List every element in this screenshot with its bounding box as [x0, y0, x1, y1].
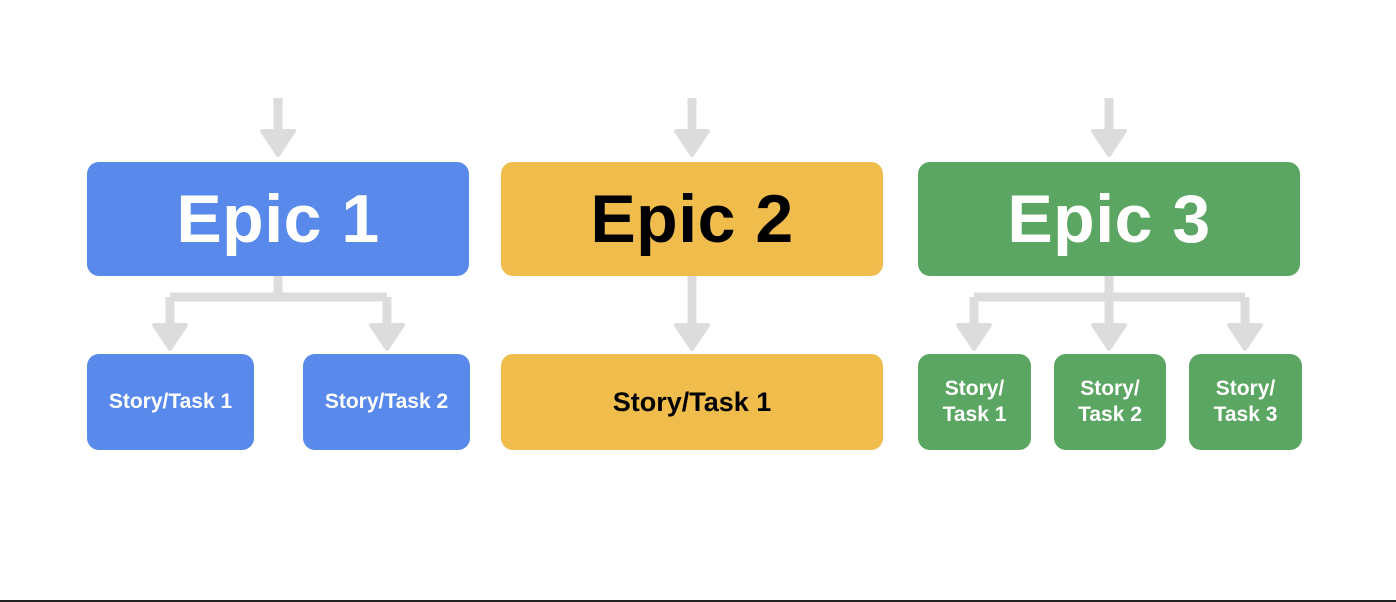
story-label: Story/Task 1 [612, 387, 772, 417]
epic-1-arrowhead-1 [152, 323, 188, 351]
epic-3-arrowhead-3 [1227, 323, 1263, 351]
story-label: Story/ Task 2 [1078, 377, 1142, 426]
epic-2-label: Epic 2 [590, 181, 794, 257]
epic-2-story-1: Story/Task 1 [501, 354, 883, 450]
epic-3-story-2: Story/ Task 2 [1054, 354, 1166, 450]
epic-1-story-1: Story/Task 1 [87, 354, 254, 450]
story-label: Story/ Task 1 [942, 377, 1007, 426]
incoming-arrowhead-2 [674, 129, 710, 157]
epic-3-story-3: Story/ Task 3 [1189, 354, 1302, 450]
epic-1-story-2: Story/Task 2 [303, 354, 470, 450]
epic-2-arrowhead-1 [674, 323, 710, 351]
bottom-divider [0, 600, 1396, 602]
incoming-arrowhead-3 [1091, 129, 1127, 157]
epic-3-label: Epic 3 [1007, 181, 1211, 257]
epic-1-arrowhead-2 [369, 323, 405, 351]
story-label: Story/Task 1 [108, 390, 233, 413]
epic-1-box: Epic 1 [87, 162, 469, 276]
epic-2-box: Epic 2 [501, 162, 883, 276]
story-label: Story/Task 2 [324, 390, 449, 413]
epic-1-label: Epic 1 [176, 181, 380, 257]
incoming-arrowhead-1 [260, 129, 296, 157]
epic-3-arrowhead-2 [1091, 323, 1127, 351]
epic-3-story-1: Story/ Task 1 [918, 354, 1031, 450]
story-label: Story/ Task 3 [1213, 377, 1278, 426]
epic-3-arrowhead-1 [956, 323, 992, 351]
epic-3-box: Epic 3 [918, 162, 1300, 276]
